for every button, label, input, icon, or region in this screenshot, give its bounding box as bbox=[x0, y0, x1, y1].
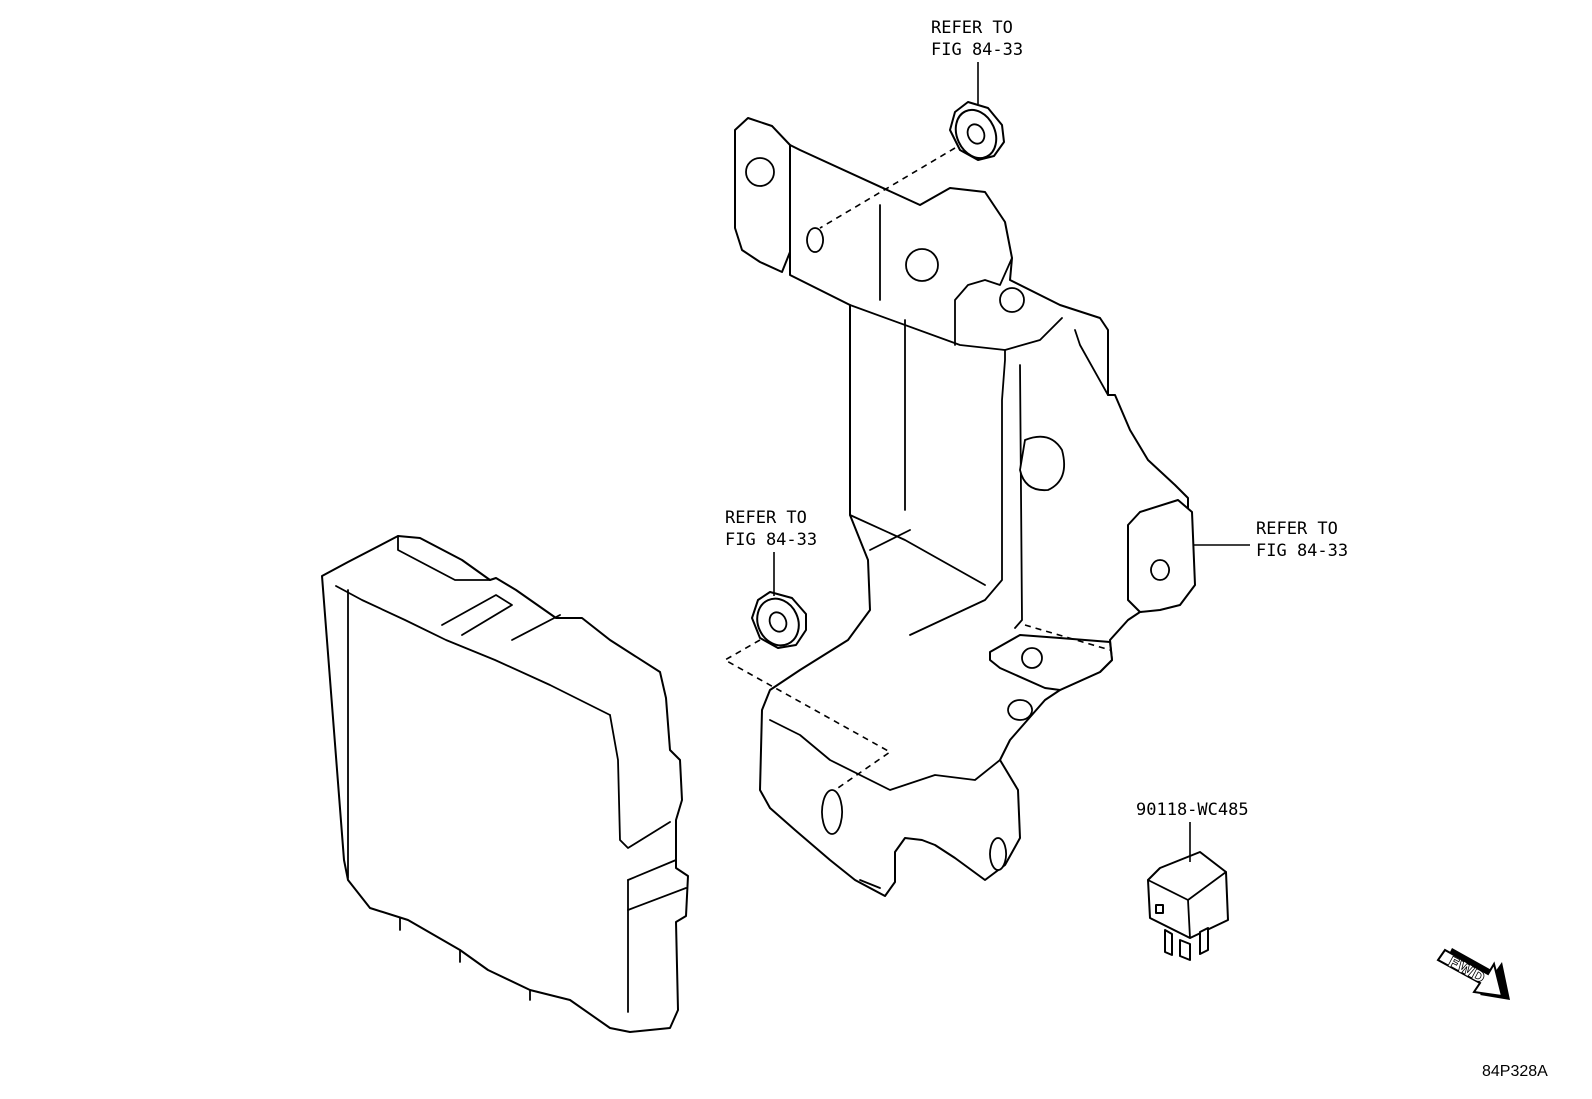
callout-right: REFER TO FIG 84-33 bbox=[1194, 519, 1348, 561]
callout-top: REFER TO FIG 84-33 bbox=[931, 18, 1023, 104]
relay-part-number: 90118-WC485 bbox=[1136, 800, 1249, 820]
flange-nut-icon bbox=[949, 101, 1005, 161]
callout-middle: REFER TO FIG 84-33 bbox=[725, 508, 817, 596]
callout-top-line1: REFER TO bbox=[931, 18, 1013, 38]
figure-code: 84P328A bbox=[1482, 1063, 1548, 1080]
fwd-arrow-icon: FWD bbox=[1436, 948, 1510, 1000]
callout-right-line2: FIG 84-33 bbox=[1256, 541, 1348, 561]
mounting-bracket-icon bbox=[734, 117, 1196, 897]
relay-part-number-callout: 90118-WC485 bbox=[1136, 800, 1249, 862]
callout-top-line2: FIG 84-33 bbox=[931, 40, 1023, 60]
flange-nut-icon-middle bbox=[751, 591, 807, 649]
callout-right-line1: REFER TO bbox=[1256, 519, 1338, 539]
ecu-box-icon bbox=[321, 535, 689, 1033]
callout-middle-line1: REFER TO bbox=[725, 508, 807, 528]
relay-icon bbox=[1147, 851, 1229, 961]
callout-middle-line2: FIG 84-33 bbox=[725, 530, 817, 550]
